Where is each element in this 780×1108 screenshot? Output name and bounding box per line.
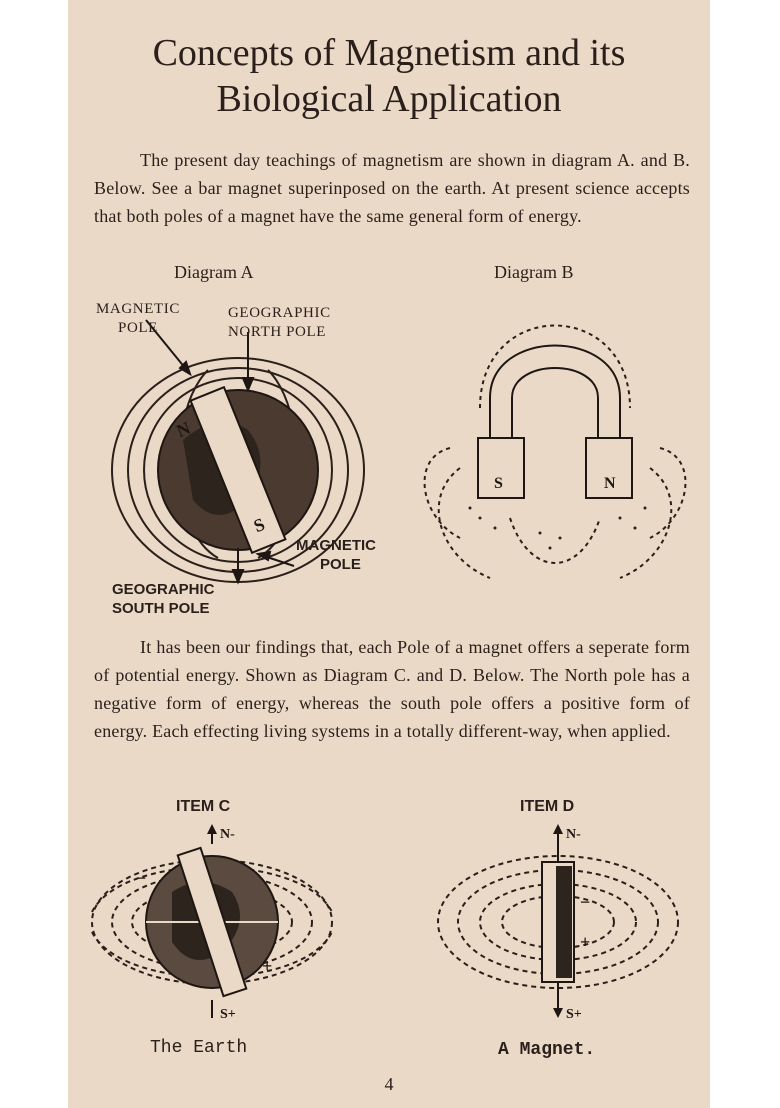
title-line-1: Concepts of Magnetism and its — [152, 32, 626, 74]
pole-n-label: N — [604, 475, 616, 492]
item-d-heading: ITEM D — [520, 798, 575, 815]
field-line — [423, 447, 461, 539]
plus-sign: + — [580, 932, 590, 952]
field-line — [509, 517, 601, 564]
item-c-caption: The Earth — [150, 1038, 248, 1058]
title-line-2: Biological Application — [216, 78, 562, 120]
south-pole-label: S+ — [220, 1007, 236, 1022]
diagram-b-heading: Diagram B — [494, 262, 574, 282]
item-d-caption: A Magnet. — [498, 1040, 596, 1060]
label-geographic-north-pole: GEOGRAPHIC NORTH POLE — [228, 305, 331, 340]
item-c-earth-diagram: N- S+ − + — [91, 824, 333, 1022]
diagram-b-horseshoe-magnet: S N — [423, 324, 687, 579]
field-line — [91, 866, 333, 913]
plus-sign: + — [262, 956, 272, 976]
minus-sign: − — [136, 868, 146, 888]
page-number: 4 — [384, 1074, 394, 1094]
south-pole-label: S+ — [566, 1007, 582, 1022]
field-line — [649, 447, 687, 539]
horseshoe-right-leg — [585, 437, 633, 499]
page-title: Concepts of Magnetism and its Biological… — [68, 30, 710, 122]
north-pole-label: N- — [566, 827, 581, 842]
book-page: Concepts of Magnetism and its Biological… — [68, 0, 710, 1108]
paragraph-intro: The present day teachings of magnetism a… — [94, 150, 690, 226]
label-geographic-south-pole: GEOGRAPHIC SOUTH POLE — [112, 581, 215, 617]
label-magnetic-pole: MAGNETIC POLE — [96, 301, 180, 336]
iron-filings — [468, 506, 647, 550]
field-line — [91, 931, 333, 978]
diagram-a-heading: Diagram A — [174, 262, 254, 282]
field-line — [457, 869, 659, 975]
field-line — [479, 324, 631, 409]
field-line — [437, 467, 491, 579]
paragraph-findings: It has been our findings that, each Pole… — [94, 637, 690, 741]
minus-sign: − — [580, 892, 590, 912]
item-c-heading: ITEM C — [176, 798, 231, 815]
horseshoe-left-leg — [477, 437, 525, 499]
bar-magnet-shadow — [556, 866, 572, 978]
item-d-magnet-diagram: N- S+ − + — [437, 824, 679, 1022]
earth-bar-magnet — [176, 846, 248, 998]
north-pole-label: N- — [220, 827, 235, 842]
field-line — [619, 467, 673, 579]
bar-magnet — [189, 385, 287, 555]
label-magnetic-pole-lower: MAGNETIC POLE — [296, 537, 376, 573]
field-line — [437, 855, 679, 989]
diagram-a-earth-magnet: N S — [111, 319, 365, 585]
pole-s-label: S — [494, 475, 503, 492]
